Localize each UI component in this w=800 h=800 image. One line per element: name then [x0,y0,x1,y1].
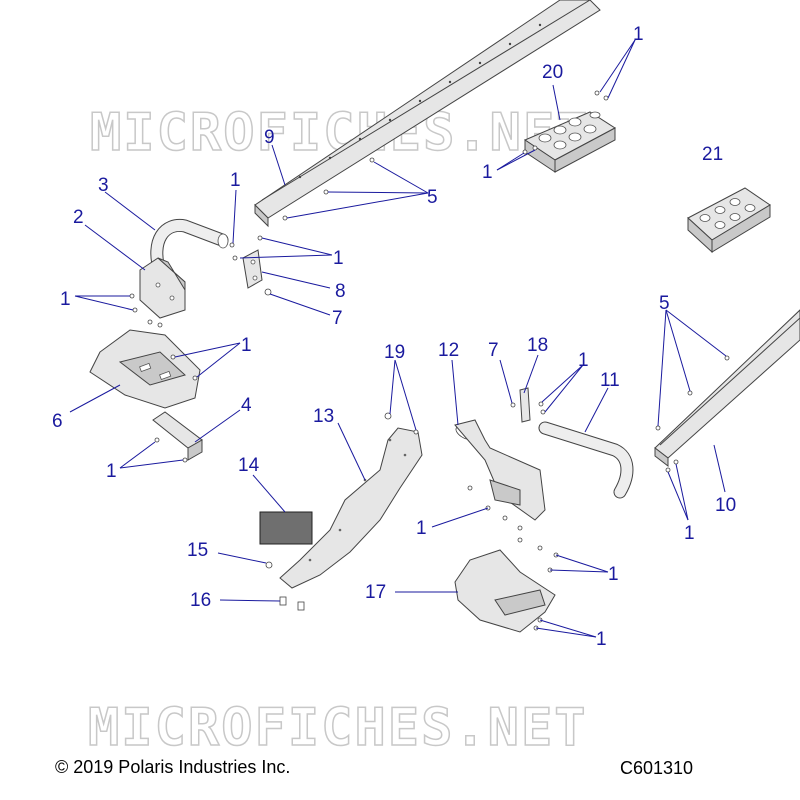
callout-12: 12 [438,340,459,361]
watermark-bottom: MICROFICHES.NET [88,698,588,758]
plate-8-part [242,249,263,289]
leader-lines [69,39,727,638]
copyright-text: © 2019 Polaris Industries Inc. [55,757,291,777]
callout-1: 1 [633,24,644,45]
bracket-2-part [139,257,186,319]
rail-left-part [254,0,601,228]
callout-1: 1 [596,629,607,650]
callout-1: 1 [230,170,241,191]
callout-1: 1 [416,518,427,539]
footrest-plate-20-part [523,111,616,173]
drawing-code: C601310 [620,758,694,778]
callout-20: 20 [542,62,563,83]
callout-15: 15 [187,540,208,561]
callout-4: 4 [241,395,252,416]
bracket-18-part [519,387,531,423]
housing-6-part [89,329,201,409]
callout-1: 1 [578,350,589,371]
callout-9: 9 [264,127,275,148]
callout-1: 1 [608,564,619,585]
callout-5: 5 [427,187,438,208]
callout-5: 5 [659,293,670,314]
callout-1: 1 [60,289,71,310]
pad-14-part [259,511,313,545]
callout-17: 17 [365,582,386,603]
callout-18: 18 [527,335,548,356]
grab-handle-11-part [538,421,634,499]
housing-17-part [454,549,556,633]
callout-1: 1 [106,461,117,482]
callout-14: 14 [238,455,260,476]
footrest-plate-21-part [687,187,771,254]
callout-6: 6 [52,411,63,432]
callout-1: 1 [482,162,493,183]
callout-7: 7 [332,308,343,329]
callout-8: 8 [335,281,346,302]
callout-2: 2 [73,207,84,228]
callout-11: 11 [600,370,620,391]
bracket-13-part [279,427,423,589]
callout-10: 10 [715,495,736,516]
callout-1: 1 [684,523,695,544]
callout-16: 16 [190,590,211,611]
rail-right-part [654,309,800,468]
callout-3: 3 [98,175,109,196]
bracket-12-part [454,419,546,521]
callout-21: 21 [702,144,723,165]
callout-19: 19 [384,342,405,363]
callout-1: 1 [241,335,252,356]
callout-13: 13 [313,406,334,427]
callout-7: 7 [488,340,499,361]
callouts: 1 20 1 21 9 5 1 1 8 7 3 2 1 1 6 4 1 19 1… [52,24,736,650]
callout-1: 1 [333,248,344,269]
fasteners-group [129,90,730,631]
plate-4-part [152,411,203,461]
